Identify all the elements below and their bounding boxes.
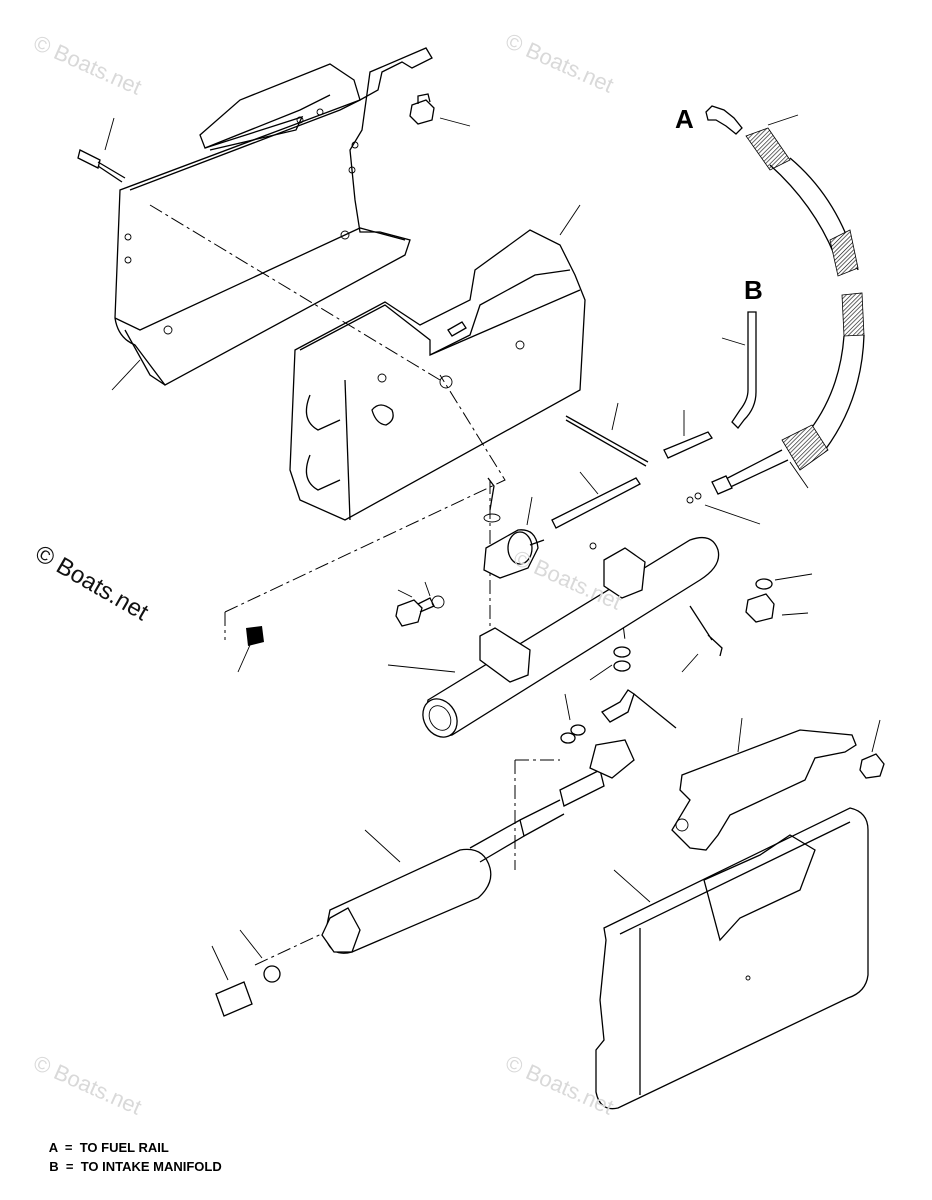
legend-text-b: TO INTAKE MANIFOLD bbox=[80, 1159, 222, 1174]
upper-mounting-bracket bbox=[111, 47, 433, 391]
vacuum-tube-b bbox=[721, 311, 757, 429]
pressure-regulator bbox=[483, 477, 545, 579]
regulator-bolt bbox=[395, 581, 445, 627]
bracket-screw bbox=[77, 117, 126, 183]
inlet-fitting bbox=[211, 929, 281, 1017]
lower-mounting-bracket bbox=[671, 717, 885, 851]
legend-sep-b: = bbox=[65, 1159, 74, 1174]
o-rings-and-fittings bbox=[560, 605, 723, 744]
mounting-bolt-black bbox=[237, 626, 264, 673]
legend-row-a: A = TO FUEL RAIL bbox=[42, 1125, 169, 1155]
assembly-centerlines bbox=[149, 204, 626, 966]
legend-key-a: A bbox=[48, 1140, 58, 1155]
legend-row-b: B = TO INTAKE MANIFOLD bbox=[42, 1144, 222, 1174]
legend-sep-a: = bbox=[64, 1140, 73, 1155]
legend-text-a: TO FUEL RAIL bbox=[79, 1140, 169, 1155]
callout-a-label: A bbox=[675, 104, 694, 134]
legend-key-b: B bbox=[49, 1159, 59, 1174]
fuel-line-hose-a bbox=[705, 105, 865, 495]
lower-cooler-box bbox=[595, 807, 869, 1110]
fuel-cooler-box bbox=[289, 204, 586, 521]
electric-fuel-pump bbox=[321, 739, 635, 954]
callout-b-label: B bbox=[744, 275, 763, 305]
rods-and-pins bbox=[551, 402, 761, 529]
elbow-fitting-right bbox=[745, 573, 813, 623]
fuel-rail-tube-assembly bbox=[387, 536, 720, 738]
bracket-nut bbox=[409, 93, 471, 127]
